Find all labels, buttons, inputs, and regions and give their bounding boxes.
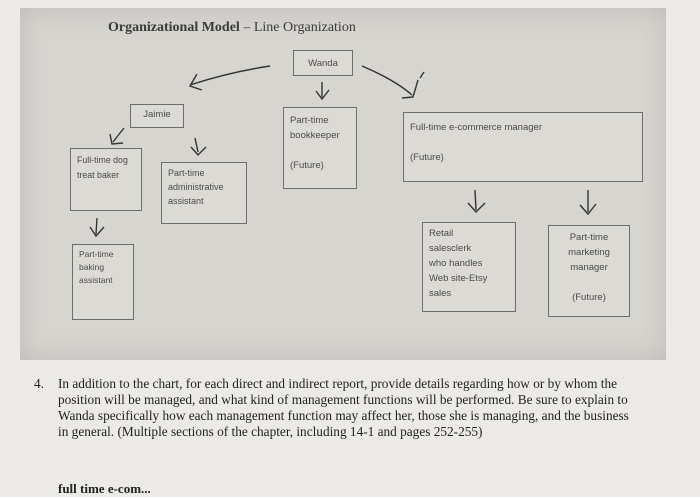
arrow-jaimie-dogbaker xyxy=(109,127,125,145)
node-marketing-manager: Part-time marketing manager (Future) xyxy=(548,225,630,317)
arrow-wanda-ecommerce xyxy=(361,65,425,99)
node-line: baking xyxy=(79,262,105,272)
node-line: (Future) xyxy=(572,292,606,303)
node-line: Web site-Etsy xyxy=(429,273,488,284)
title-dash: – xyxy=(239,20,254,35)
node-ecommerce-manager: Full-time e-commerce manager (Future) xyxy=(403,112,643,182)
question-text: In addition to the chart, for each direc… xyxy=(58,376,629,439)
node-jaimie: Jaimie xyxy=(130,104,184,128)
node-line: assistant xyxy=(168,196,204,206)
node-line: Jaimie xyxy=(143,109,171,120)
node-wanda: Wanda xyxy=(293,50,353,76)
node-baking-assistant: Part-time baking assistant xyxy=(72,244,134,320)
node-bookkeeper: Part-time bookkeeper (Future) xyxy=(283,107,357,189)
arrow-wanda-jaimie xyxy=(188,65,271,91)
answer-fragment: full time e-com... xyxy=(58,481,151,496)
question-number: 4. xyxy=(34,376,44,391)
node-line: (Future) xyxy=(290,160,324,171)
node-line: Part-time xyxy=(569,232,609,243)
node-line: Part-time xyxy=(168,168,205,178)
arrow-dogbaker-baking xyxy=(89,217,105,238)
node-line: sales xyxy=(429,288,452,299)
node-line: Part-time xyxy=(290,115,329,126)
node-line: administrative xyxy=(168,182,224,192)
node-line: Full-time dog xyxy=(77,155,128,165)
node-line: bookkeeper xyxy=(290,130,340,141)
node-dog-treat-baker: Full-time dog treat baker xyxy=(70,148,142,211)
node-line: (Future) xyxy=(410,152,444,163)
arrow-ecommerce-marketing xyxy=(579,190,597,216)
node-line: Part-time xyxy=(79,249,114,259)
arrow-ecommerce-salesclerk xyxy=(467,189,486,214)
node-line: assistant xyxy=(79,275,113,285)
node-admin-assistant: Part-time administrative assistant xyxy=(161,162,247,224)
node-line: who handles xyxy=(429,258,483,269)
node-line: Retail xyxy=(429,228,454,239)
title-sub: Line Organization xyxy=(253,20,356,35)
node-line: Full-time e-commerce manager xyxy=(410,122,542,133)
node-line: marketing xyxy=(568,247,610,258)
node-line: salesclerk xyxy=(429,243,472,254)
question-4: 4. In addition to the chart, for each di… xyxy=(34,376,634,440)
arrow-jaimie-admin xyxy=(190,137,207,157)
node-line: treat baker xyxy=(77,170,120,180)
node-line: Wanda xyxy=(308,58,338,69)
arrow-wanda-bookkeeper xyxy=(315,82,330,101)
title-main: Organizational Model xyxy=(108,20,240,35)
chart-title: Organizational Model – Line Organization xyxy=(108,20,356,36)
node-line: manager xyxy=(570,262,608,273)
